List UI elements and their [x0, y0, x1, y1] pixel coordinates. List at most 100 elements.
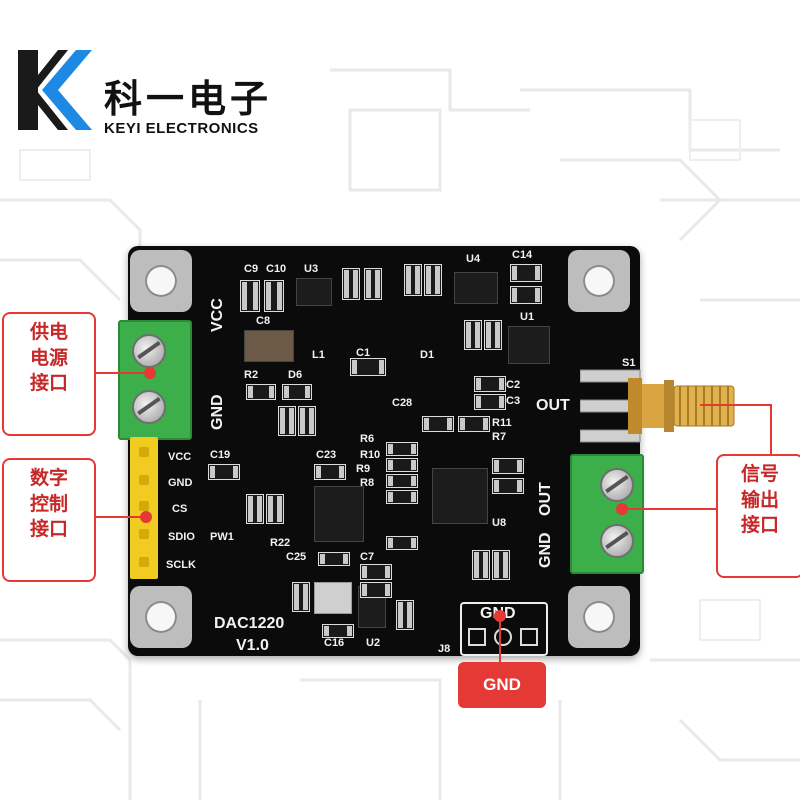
- smd-c26: [492, 550, 510, 580]
- silk-ref: D6: [288, 369, 303, 381]
- smd-r4: [342, 268, 360, 300]
- header-pin-gnd[interactable]: [139, 475, 149, 485]
- silk-header-sdio: SDIO: [168, 531, 195, 543]
- callout-dot-digital: [140, 511, 152, 523]
- silk-ref: C23: [316, 449, 337, 461]
- sma-connector[interactable]: [580, 364, 750, 448]
- smd-r1: [278, 406, 296, 436]
- header-pin-cs[interactable]: [139, 501, 149, 511]
- silk-ref: R9: [356, 463, 371, 475]
- header-pin-vcc[interactable]: [139, 447, 149, 457]
- smd-c21: [492, 478, 524, 494]
- silk-ref: C25: [286, 551, 307, 563]
- digital-header-pins[interactable]: [130, 437, 158, 579]
- smd-c28: [422, 416, 454, 432]
- smd-c16: [322, 624, 354, 638]
- callout-power-interface: 供电 电源 接口: [2, 312, 96, 436]
- silk-ref: C8: [256, 315, 271, 327]
- silk-ref: C28: [392, 397, 413, 409]
- smd-r6: [386, 458, 418, 472]
- smd-r10: [386, 474, 418, 488]
- silk-board-model: DAC1220: [214, 615, 285, 632]
- silk-out-label-right: OUT: [537, 482, 554, 516]
- silk-ref: R22: [270, 537, 291, 549]
- callout-digital-interface: 数字 控制 接口: [2, 458, 96, 582]
- smd-c20: [266, 494, 284, 524]
- brand-name-english: KEYI ELECTRONICS: [104, 120, 259, 137]
- silk-gnd-label-left: GND: [209, 394, 226, 430]
- silk-header-sclk: SCLK: [166, 559, 196, 571]
- silk-ref: C2: [506, 379, 521, 391]
- output-terminal-screw-top[interactable]: [600, 468, 634, 502]
- callout-dot-signal: [616, 503, 628, 515]
- silk-ref: U2: [366, 637, 381, 649]
- silk-ref: C9: [244, 263, 259, 275]
- smd-c5: [484, 320, 502, 350]
- header-pin-sdio[interactable]: [139, 529, 149, 539]
- output-terminal-block[interactable]: [570, 454, 644, 574]
- mounting-hole-bottom-left: [130, 586, 192, 648]
- smd-c30: [396, 600, 414, 630]
- silk-s1-label: S1: [622, 357, 636, 369]
- silk-ref: C3: [506, 395, 521, 407]
- smd-c12: [404, 264, 422, 296]
- power-terminal-screw-bottom[interactable]: [132, 390, 166, 424]
- smd-c15: [510, 286, 542, 304]
- silk-ref: C10: [266, 263, 287, 275]
- silk-j8-label: J8: [438, 643, 451, 655]
- silk-ref: C1: [356, 347, 371, 359]
- chip-u3: [296, 278, 332, 306]
- bottom-header-pin-2[interactable]: [494, 628, 512, 646]
- silk-ref: R10: [360, 449, 381, 461]
- power-terminal-screw-top[interactable]: [132, 334, 166, 368]
- silk-ref: L1: [312, 349, 325, 361]
- mounting-hole-top-left: [130, 250, 192, 312]
- dac1220-pcb-board: VCC GND OUT GND OUT S1 VCC GND CS SDIO S…: [118, 246, 644, 656]
- smd-d6: [282, 384, 312, 400]
- smd-c23: [246, 494, 264, 524]
- mounting-hole-bottom-right: [568, 586, 630, 648]
- smd-c10: [264, 280, 284, 312]
- smd-c3: [474, 394, 506, 410]
- silk-ref: U4: [466, 253, 481, 265]
- silk-ref: D1: [420, 349, 435, 361]
- smd-r12: [208, 464, 240, 480]
- power-terminal-block[interactable]: [118, 320, 192, 440]
- output-terminal-screw-bottom[interactable]: [600, 524, 634, 558]
- smd-c25: [386, 536, 418, 550]
- smd-c7: [360, 564, 392, 580]
- silk-ref: R11: [492, 417, 512, 429]
- callout-line-gnd: [499, 618, 501, 662]
- smd-c1: [350, 358, 386, 376]
- callout-gnd: GND: [458, 662, 546, 708]
- silk-ref: R6: [360, 433, 375, 445]
- smd-c22: [458, 416, 490, 432]
- smd-r8: [492, 458, 524, 474]
- silk-ref: U8: [492, 517, 507, 529]
- silk-ref: R8: [360, 477, 375, 489]
- smd-c19: [314, 464, 346, 480]
- smd-r9: [386, 490, 418, 504]
- callout-signal-interface: 信号 输出 接口: [716, 454, 800, 578]
- silk-sma-out-label: OUT: [536, 397, 570, 414]
- silk-ref: C16: [324, 637, 345, 649]
- silk-header-gnd: GND: [168, 477, 193, 489]
- silk-ref: C7: [360, 551, 375, 563]
- callout-line-signal-v: [770, 404, 772, 458]
- chip-u5-dac1220: [314, 486, 364, 542]
- silk-ref: C19: [210, 449, 231, 461]
- smd-r7: [386, 442, 418, 456]
- bottom-header-pin-1[interactable]: [468, 628, 486, 646]
- callout-line-signal-h2: [622, 508, 722, 510]
- silk-board-version: V1.0: [236, 637, 269, 654]
- smd-r5: [298, 406, 316, 436]
- bottom-gnd-header-outline: [460, 602, 548, 656]
- silk-ref: PW1: [210, 531, 234, 543]
- smd-c17: [292, 582, 310, 612]
- bottom-header-pin-3[interactable]: [520, 628, 538, 646]
- header-pin-sclk[interactable]: [139, 557, 149, 567]
- callout-dot-gnd: [494, 610, 506, 622]
- smd-c6: [360, 582, 392, 598]
- callout-dot-power: [144, 367, 156, 379]
